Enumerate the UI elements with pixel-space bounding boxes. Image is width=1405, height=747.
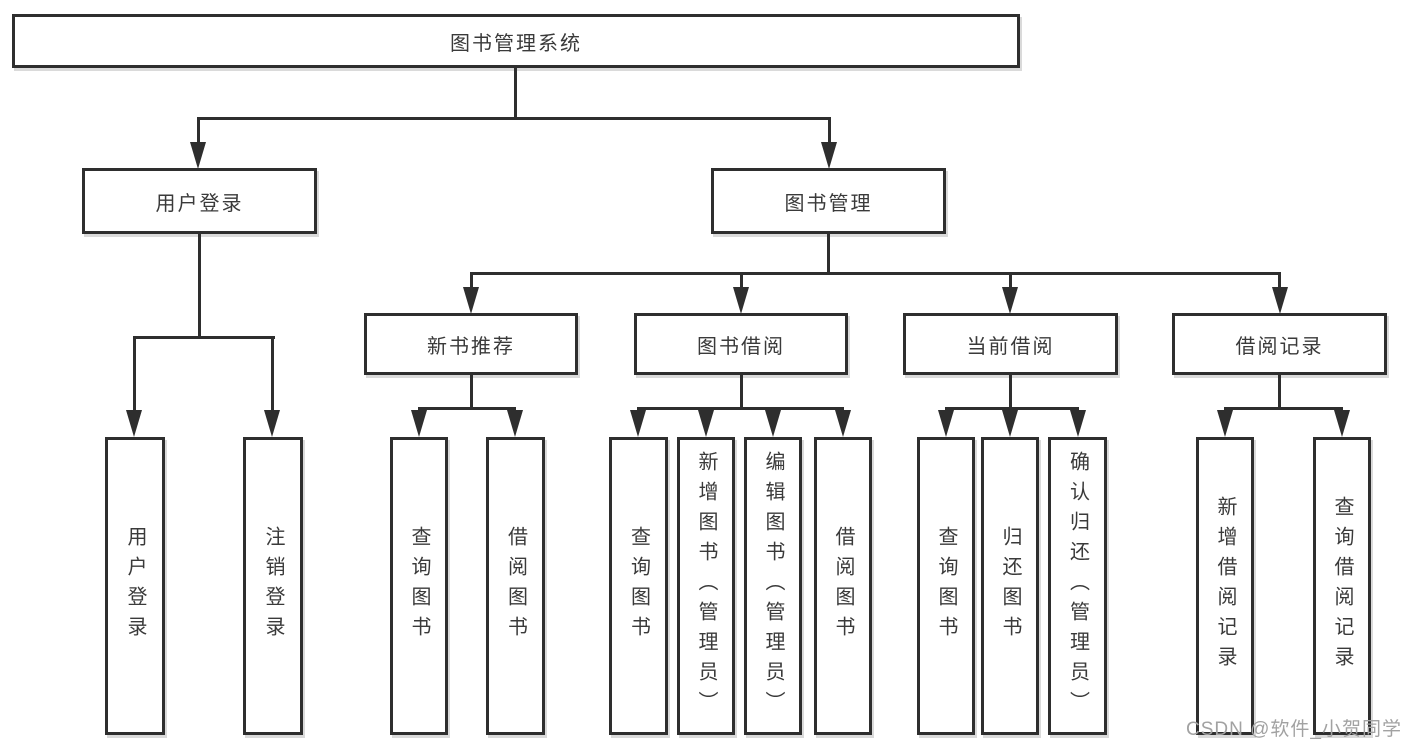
leaf-query-books-recommend: 查询图书 [390,437,448,735]
leaf-logout: 注销登录 [243,437,303,735]
connector-line [133,338,136,412]
node-book-management-label: 图书管理 [784,192,873,215]
node-user-login-label: 用户登录 [155,192,244,215]
leaf-query-books-current-label: 查询图书 [935,526,957,646]
connector-line [133,336,275,339]
connector-line [740,274,743,289]
arrow-down [1002,410,1018,437]
node-current-borrowing-label: 当前借阅 [966,335,1055,358]
node-new-book-recommendation: 新书推荐 [364,313,578,375]
leaf-borrow-books-borrowing-label: 借阅图书 [832,526,854,646]
connector-line [637,407,844,410]
arrow-down [264,410,280,437]
connector-line [197,117,831,120]
leaf-logout-label: 注销登录 [262,526,284,646]
node-root: 图书管理系统 [12,14,1020,68]
arrow-down [938,410,954,437]
node-user-login: 用户登录 [82,168,317,234]
node-book-borrowing-label: 图书借阅 [697,335,785,358]
leaf-confirm-return-admin-label: 确认归还（管理员） [1066,451,1089,721]
leaf-query-books-recommend-label: 查询图书 [408,526,430,646]
leaf-return-books-label: 归还图书 [999,526,1021,646]
connector-line [271,338,274,412]
leaf-edit-book-admin: 编辑图书（管理员） [744,437,802,735]
connector-line [740,375,743,409]
arrow-down [126,410,142,437]
arrow-down [821,142,837,169]
watermark-text: CSDN @软件_小贺同学 [1186,719,1402,740]
node-root-label: 图书管理系统 [450,32,582,55]
leaf-confirm-return-admin: 确认归还（管理员） [1048,437,1107,735]
leaf-query-books-current: 查询图书 [917,437,975,735]
leaf-add-book-admin: 新增图书（管理员） [677,437,735,735]
connector-line [470,274,473,289]
leaf-edit-book-admin-label: 编辑图书（管理员） [762,451,784,721]
arrow-down [1070,410,1086,437]
arrow-down [1272,287,1288,314]
node-borrowing-records: 借阅记录 [1172,313,1387,375]
arrow-down [1217,410,1233,437]
leaf-query-books-borrowing-label: 查询图书 [627,526,650,646]
leaf-user-login-label: 用户登录 [124,526,146,646]
node-current-borrowing: 当前借阅 [903,313,1118,375]
connector-line [828,119,831,145]
node-book-management: 图书管理 [711,168,946,234]
connector-line [1009,274,1012,289]
arrow-down [630,410,646,437]
connector-line [1278,274,1281,289]
connector-line [197,119,200,145]
leaf-return-books: 归还图书 [981,437,1039,735]
connector-line [470,272,1281,275]
node-book-borrowing: 图书借阅 [634,313,848,375]
arrow-down [765,410,781,437]
connector-line [945,407,1079,410]
arrow-down [411,410,427,437]
leaf-query-books-borrowing: 查询图书 [609,437,668,735]
connector-line [827,234,830,274]
arrow-down [1002,287,1018,314]
arrow-down [1334,410,1350,437]
connector-line [514,68,517,118]
arrow-down [835,410,851,437]
node-new-book-recommendation-label: 新书推荐 [427,335,515,358]
leaf-add-borrow-record: 新增借阅记录 [1196,437,1254,735]
connector-line [418,407,516,410]
leaf-query-borrow-record-label: 查询借阅记录 [1331,496,1353,676]
connector-line [470,375,473,409]
leaf-borrow-books-recommend: 借阅图书 [486,437,545,735]
arrow-down [698,410,714,437]
leaf-add-book-admin-label: 新增图书（管理员） [695,451,717,721]
leaf-borrow-books-borrowing: 借阅图书 [814,437,872,735]
connector-line [1009,375,1012,409]
arrow-down [463,287,479,314]
arrow-down [507,410,523,437]
arrow-down [733,287,749,314]
connector-line [1278,375,1281,409]
connector-line [198,234,201,336]
arrow-down [190,142,206,169]
leaf-query-borrow-record: 查询借阅记录 [1313,437,1371,735]
connector-line [1224,407,1343,410]
node-borrowing-records-label: 借阅记录 [1235,335,1324,358]
leaf-add-borrow-record-label: 新增借阅记录 [1214,496,1236,676]
leaf-user-login: 用户登录 [105,437,165,735]
leaf-borrow-books-recommend-label: 借阅图书 [504,526,527,646]
